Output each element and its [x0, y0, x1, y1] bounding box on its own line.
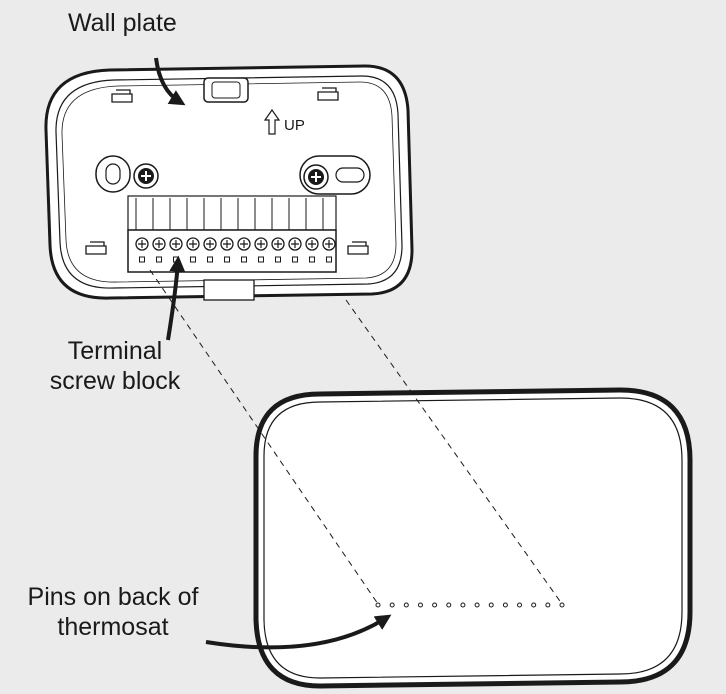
terminal-label-line2: screw block	[49, 367, 181, 395]
terminal-screw	[237, 237, 251, 263]
thermostat-pin	[389, 602, 395, 608]
wall-plate-label: Wall plate	[68, 9, 177, 37]
thermostat-pin	[432, 602, 438, 608]
thermostat-pin	[531, 602, 537, 608]
thermostat-pin	[446, 602, 452, 608]
thermostat-pin	[417, 602, 423, 608]
alignment-guides	[149, 269, 563, 605]
pins-label-line1: Pins on back of	[27, 583, 199, 611]
terminal-screw	[220, 237, 234, 263]
up-arrow-icon	[263, 108, 281, 135]
thermostat-body	[253, 387, 693, 689]
thermostat-pin	[460, 602, 466, 608]
thermostat-pin	[502, 602, 508, 608]
terminal-screw	[305, 237, 319, 263]
up-marker-label: UP	[284, 117, 305, 134]
pins-label-line2: thermosat	[57, 613, 169, 641]
callout-arrow-icon	[154, 57, 392, 650]
terminal-screw	[203, 237, 217, 263]
terminal-screw	[322, 237, 336, 263]
screw-icon	[133, 163, 159, 189]
thermostat-pin	[375, 602, 381, 608]
screw-icon	[303, 164, 329, 190]
mounting-clip	[85, 87, 369, 255]
terminal-screw	[254, 237, 268, 263]
terminal-screw	[271, 237, 285, 263]
terminal-block-label: Terminal screw block	[20, 336, 210, 396]
terminal-label-line1: Terminal	[67, 337, 163, 365]
terminal-screw	[288, 237, 302, 263]
terminal-screw	[186, 237, 200, 263]
pins-label: Pins on back of thermosat	[8, 582, 218, 642]
thermostat-pin	[488, 602, 494, 608]
thermostat-pin	[559, 602, 565, 608]
terminal-screw-block	[127, 195, 337, 273]
thermostat-pin	[474, 602, 480, 608]
thermostat-pin	[403, 602, 409, 608]
terminal-screw	[152, 237, 166, 263]
terminal-screw	[135, 237, 149, 263]
thermostat-pin	[517, 602, 523, 608]
thermostat-pin	[545, 602, 551, 608]
